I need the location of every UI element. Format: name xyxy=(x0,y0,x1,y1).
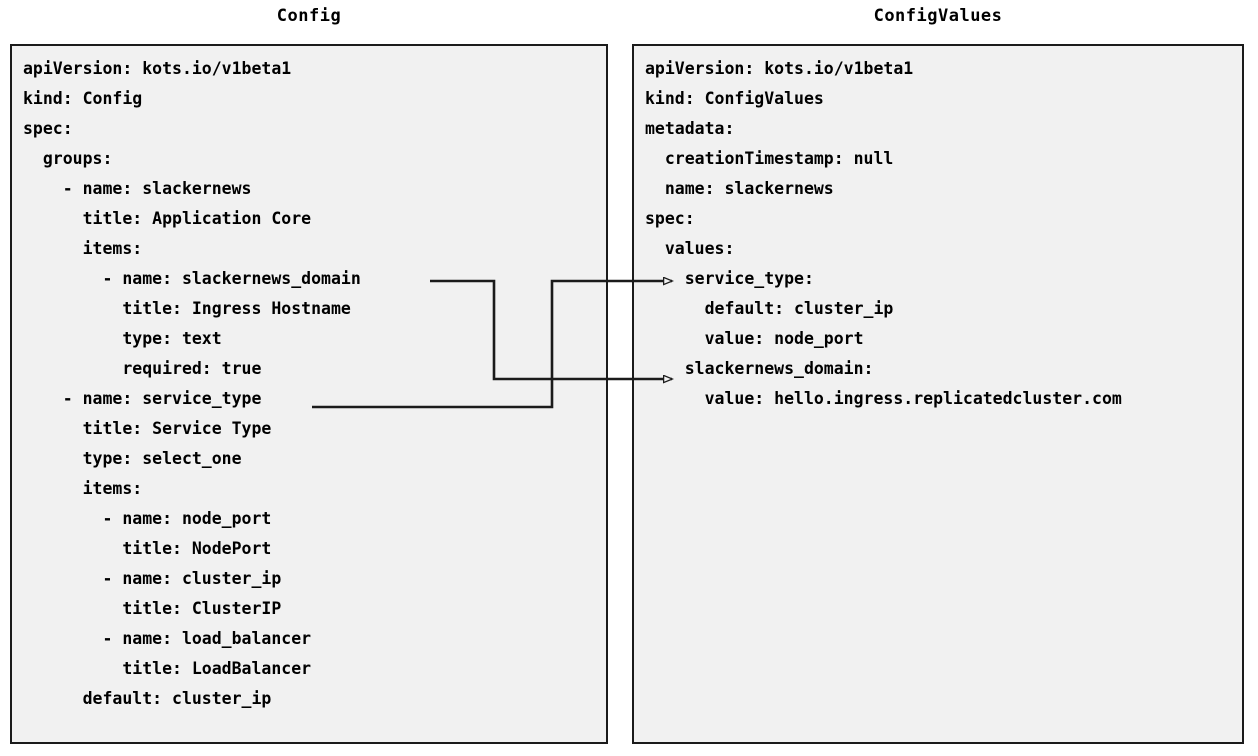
config-yaml-lines: apiVersion: kots.io/v1beta1 kind: Config s… xyxy=(23,54,602,714)
config-yaml-line: - name: slackernews xyxy=(23,179,252,198)
config-yaml-line: items: xyxy=(23,239,143,258)
config-yaml-line: required: true xyxy=(23,359,262,378)
config-yaml-line: title: Application Core xyxy=(23,209,312,228)
page-title-config: Config xyxy=(276,6,342,26)
config-yaml-panel: apiVersion: kots.io/v1beta1 kind: Config s… xyxy=(10,44,608,744)
config-yaml-line: - name: slackernews_domain xyxy=(23,269,361,288)
configvalues-yaml-line: spec: xyxy=(645,209,695,228)
page-title-configvalues: ConfigValues xyxy=(873,6,1003,26)
config-yaml-line: default: cluster_ip xyxy=(23,689,272,708)
config-yaml-line: groups: xyxy=(23,149,113,168)
config-yaml-line: spec: xyxy=(23,119,73,138)
configvalues-yaml-line: name: slackernews xyxy=(645,179,834,198)
config-yaml-line: title: Service Type xyxy=(23,419,272,438)
configvalues-yaml-line: metadata: xyxy=(645,119,735,138)
config-yaml-line: - name: cluster_ip xyxy=(23,569,282,588)
configvalues-yaml-line: values: xyxy=(645,239,735,258)
config-yaml-line: title: LoadBalancer xyxy=(23,659,312,678)
config-yaml-line: kind: Config xyxy=(23,89,143,108)
configvalues-yaml-line: service_type: xyxy=(645,269,814,288)
config-yaml-line: title: Ingress Hostname xyxy=(23,299,351,318)
configvalues-yaml-line: default: cluster_ip xyxy=(645,299,894,318)
config-yaml-line: type: text xyxy=(23,329,222,348)
configvalues-yaml-lines: apiVersion: kots.io/v1beta1 kind: ConfigV… xyxy=(645,54,1238,414)
configvalues-yaml-line: kind: ConfigValues xyxy=(645,89,824,108)
configvalues-yaml-line: slackernews_domain: xyxy=(645,359,874,378)
config-yaml-line: title: ClusterIP xyxy=(23,599,282,618)
config-yaml-line: - name: service_type xyxy=(23,389,262,408)
configvalues-yaml-line: apiVersion: kots.io/v1beta1 xyxy=(645,59,914,78)
configvalues-yaml-line: value: hello.ingress.replicatedcluster.c… xyxy=(645,389,1122,408)
configvalues-yaml-line: value: node_port xyxy=(645,329,864,348)
config-yaml-line: - name: load_balancer xyxy=(23,629,312,648)
config-yaml-line: type: select_one xyxy=(23,449,242,468)
configvalues-yaml-panel: apiVersion: kots.io/v1beta1 kind: ConfigV… xyxy=(632,44,1244,744)
configvalues-yaml-line: creationTimestamp: null xyxy=(645,149,894,168)
config-yaml-line: - name: node_port xyxy=(23,509,272,528)
config-yaml-line: items: xyxy=(23,479,143,498)
config-yaml-line: apiVersion: kots.io/v1beta1 xyxy=(23,59,292,78)
config-yaml-line: title: NodePort xyxy=(23,539,272,558)
